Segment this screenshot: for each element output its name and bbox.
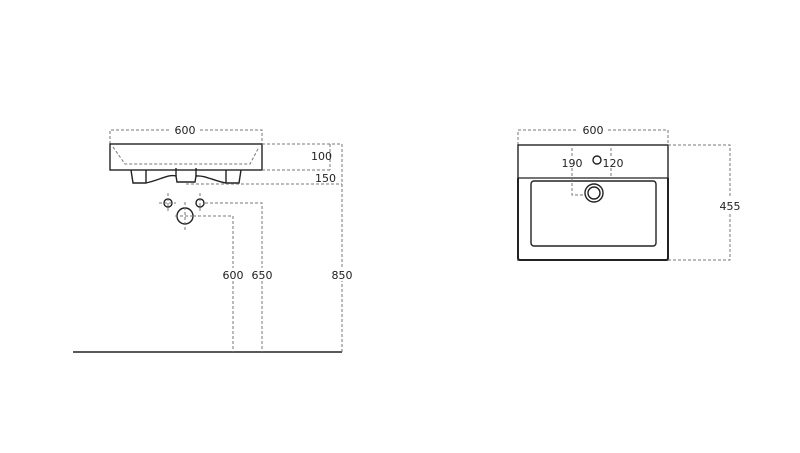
depth-label: 455 <box>720 200 741 213</box>
basin-body <box>109 143 263 171</box>
bowl-outline <box>530 180 657 247</box>
vertical-dimension-lines <box>193 144 343 352</box>
width-label: 600 <box>175 124 196 137</box>
top-view: 600 190 120 455 <box>517 124 741 261</box>
height-dimension-lines <box>186 143 342 185</box>
tap-hole <box>592 155 602 165</box>
supply-height-label: 650 <box>252 269 273 282</box>
pipe-centerlines <box>159 193 201 230</box>
position-dimension-lines <box>571 148 612 196</box>
drain-outer-ring <box>584 183 604 203</box>
width-dimension-line <box>109 129 263 144</box>
depth-dimension-line <box>668 144 731 261</box>
drain-inner-ring <box>587 186 601 200</box>
basin-rim <box>517 178 669 261</box>
tap-left-label: 190 <box>562 157 583 170</box>
tap-right-label: 120 <box>603 157 624 170</box>
overall-height-label: 150 <box>315 172 336 185</box>
side-view: 600 100 150 600 650 850 <box>73 124 353 353</box>
top-width-label: 600 <box>583 124 604 137</box>
basin-underside <box>130 169 242 184</box>
top-width-dimension-line <box>517 129 669 145</box>
drain-height-label: 600 <box>223 269 244 282</box>
top-height-label: 850 <box>332 269 353 282</box>
basin-legs <box>145 168 227 183</box>
basin-height-label: 100 <box>311 150 332 163</box>
basin-inner-outline <box>112 146 260 165</box>
